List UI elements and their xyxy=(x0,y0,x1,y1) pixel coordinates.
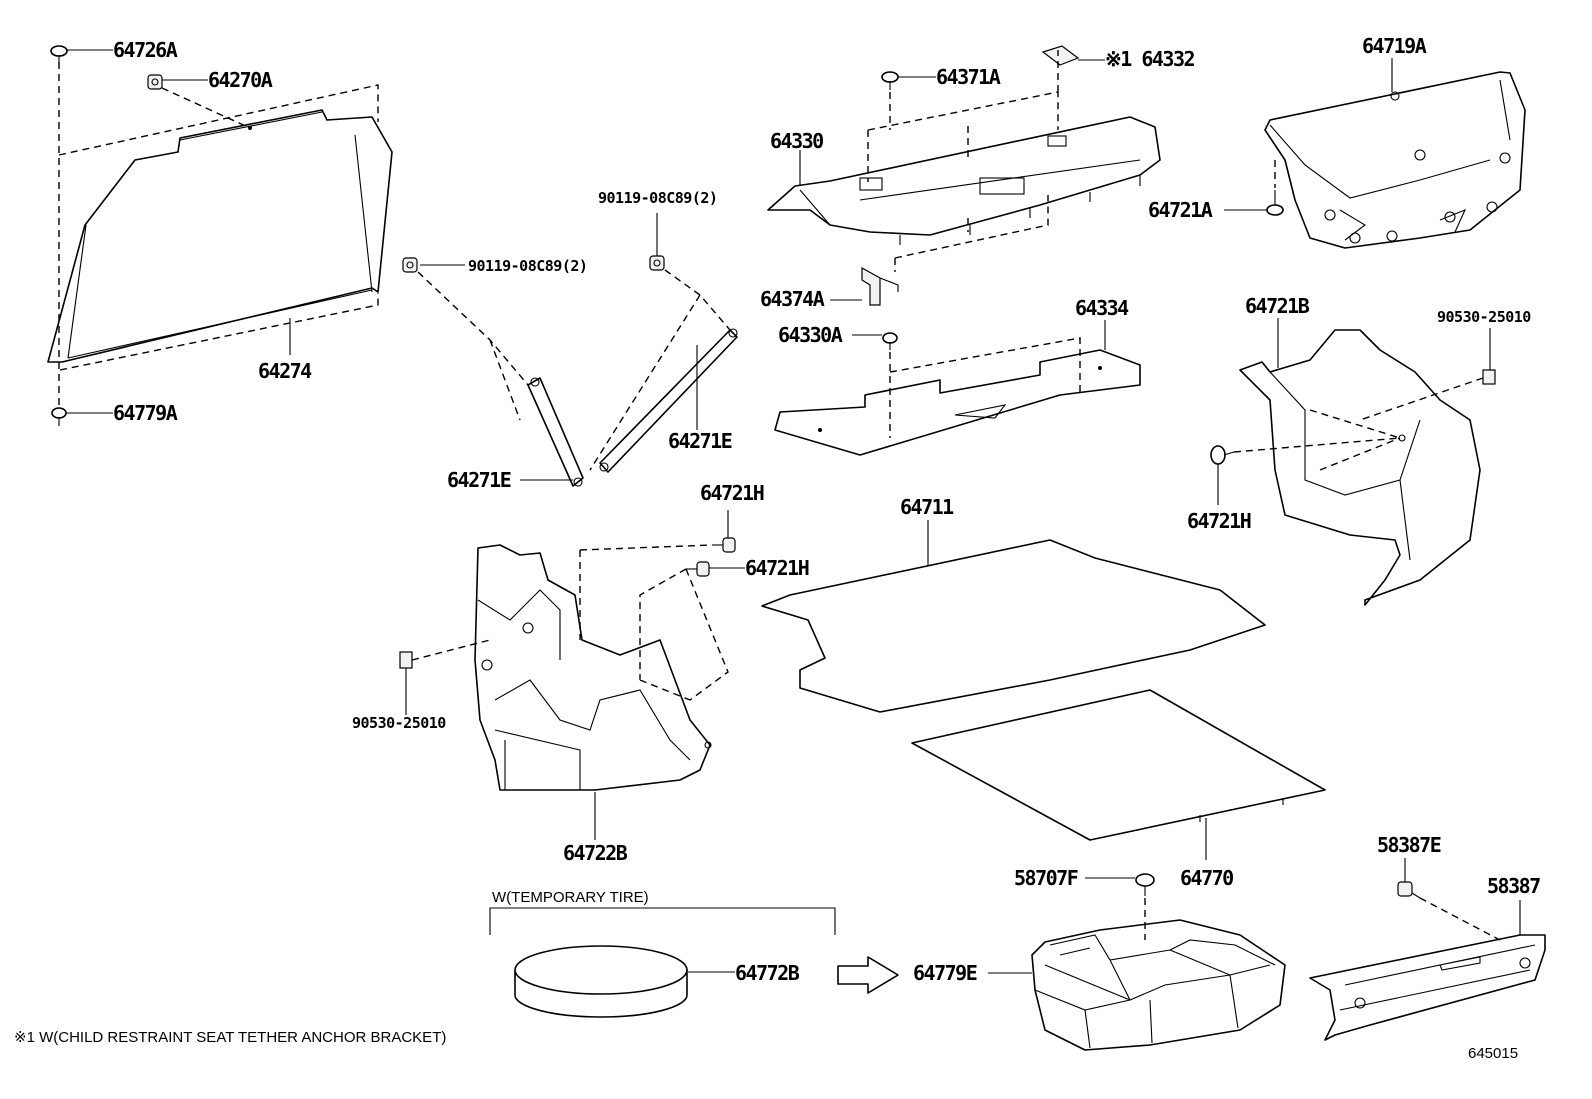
label-64270A: 64270A xyxy=(208,68,273,92)
clip-64726A-icon xyxy=(50,45,68,65)
clip-58387E-icon xyxy=(1397,881,1421,899)
part-64719A-lid-trim xyxy=(1264,71,1526,249)
label-90119-a: 90119-08C89(2) xyxy=(468,257,587,275)
label-90530-b: 90530-25010 xyxy=(352,714,446,732)
part-64721B-side-trim xyxy=(1239,329,1481,606)
label-64334: 64334 xyxy=(1075,296,1129,320)
label-64722B: 64722B xyxy=(563,841,628,865)
label-64711: 64711 xyxy=(900,495,954,519)
dash-64721B xyxy=(1233,377,1484,471)
part-58387-scuff-plate xyxy=(1309,934,1546,1041)
dash-64334 xyxy=(889,337,1081,438)
label-64721H-b: 64721H xyxy=(745,556,809,580)
clip-64721A-icon xyxy=(1266,190,1284,216)
label-64274: 64274 xyxy=(258,359,312,383)
clip-64270A-icon xyxy=(147,74,163,90)
note-temporary-tire: W(TEMPORARY TIRE) xyxy=(492,889,649,906)
label-64770: 64770 xyxy=(1180,866,1233,890)
label-64772B: 64772B xyxy=(735,961,800,985)
clip-90530-left-icon xyxy=(399,651,413,669)
arrow-right-icon xyxy=(837,956,899,994)
clip-64779A-icon xyxy=(51,407,67,426)
footnote: ※1 W(CHILD RESTRAINT SEAT TETHER ANCHOR … xyxy=(14,1029,446,1046)
part-64722B-side-trim xyxy=(474,544,712,791)
label-64726A: 64726A xyxy=(113,38,178,62)
part-64334-board xyxy=(774,349,1141,456)
temporary-tire-bracket xyxy=(489,907,836,935)
label-64330A: 64330A xyxy=(778,323,843,347)
part-64332-cover-icon xyxy=(1041,45,1080,66)
clip-58707F-icon xyxy=(1135,873,1155,896)
dash-64722B xyxy=(411,544,729,701)
label-64374A: 64374A xyxy=(760,287,825,311)
label-64721H-c: 64721H xyxy=(1187,509,1251,533)
part-64374A-bracket xyxy=(861,266,899,306)
label-64271E-b: 64271E xyxy=(668,429,732,453)
clip-64371A-icon xyxy=(881,71,899,90)
part-64274-panel xyxy=(47,109,393,363)
label-64721B: 64721B xyxy=(1245,294,1310,318)
diagram-number: 645015 xyxy=(1468,1045,1518,1062)
part-64770-deck-board xyxy=(911,689,1326,841)
part-64271E-strut-left xyxy=(527,377,584,487)
part-64772B-tire-spacer xyxy=(514,945,688,1018)
part-64779E-tray xyxy=(1031,919,1286,1051)
clip-64721H-left-b-icon xyxy=(686,561,710,577)
dash-64271E xyxy=(417,269,731,471)
label-64330: 64330 xyxy=(770,129,823,153)
part-64330-package-tray xyxy=(767,116,1161,245)
clip-64721H-left-a-icon xyxy=(712,537,736,553)
clip-90530-right-icon xyxy=(1482,369,1496,385)
part-64271E-strut-right xyxy=(599,328,738,473)
dash-64330 xyxy=(867,50,1059,272)
clip-64330A-icon xyxy=(882,332,898,350)
label-90530-a: 90530-25010 xyxy=(1437,308,1531,326)
label-58707F: 58707F xyxy=(1014,866,1078,890)
bolt-90119-left-icon xyxy=(402,257,418,273)
label-64371A: 64371A xyxy=(936,65,1001,89)
label-64719A: 64719A xyxy=(1362,34,1427,58)
label-58387: 58387 xyxy=(1487,874,1540,898)
label-64271E-a: 64271E xyxy=(447,468,511,492)
label-64779E: 64779E xyxy=(913,961,977,985)
bolt-90119-right-icon xyxy=(649,255,665,271)
label-64721H-a: 64721H xyxy=(700,481,764,505)
label-64779A: 64779A xyxy=(113,401,178,425)
label-90119-b: 90119-08C89(2) xyxy=(598,189,717,207)
label-58387E: 58387E xyxy=(1377,833,1441,857)
clip-64721H-right-icon xyxy=(1210,445,1235,465)
part-64711-floor-mat xyxy=(761,539,1266,713)
dash-64274 xyxy=(58,62,379,405)
label-64332: ※1 64332 xyxy=(1105,47,1195,71)
dash-58387E xyxy=(1419,897,1501,941)
label-64721A: 64721A xyxy=(1148,198,1213,222)
